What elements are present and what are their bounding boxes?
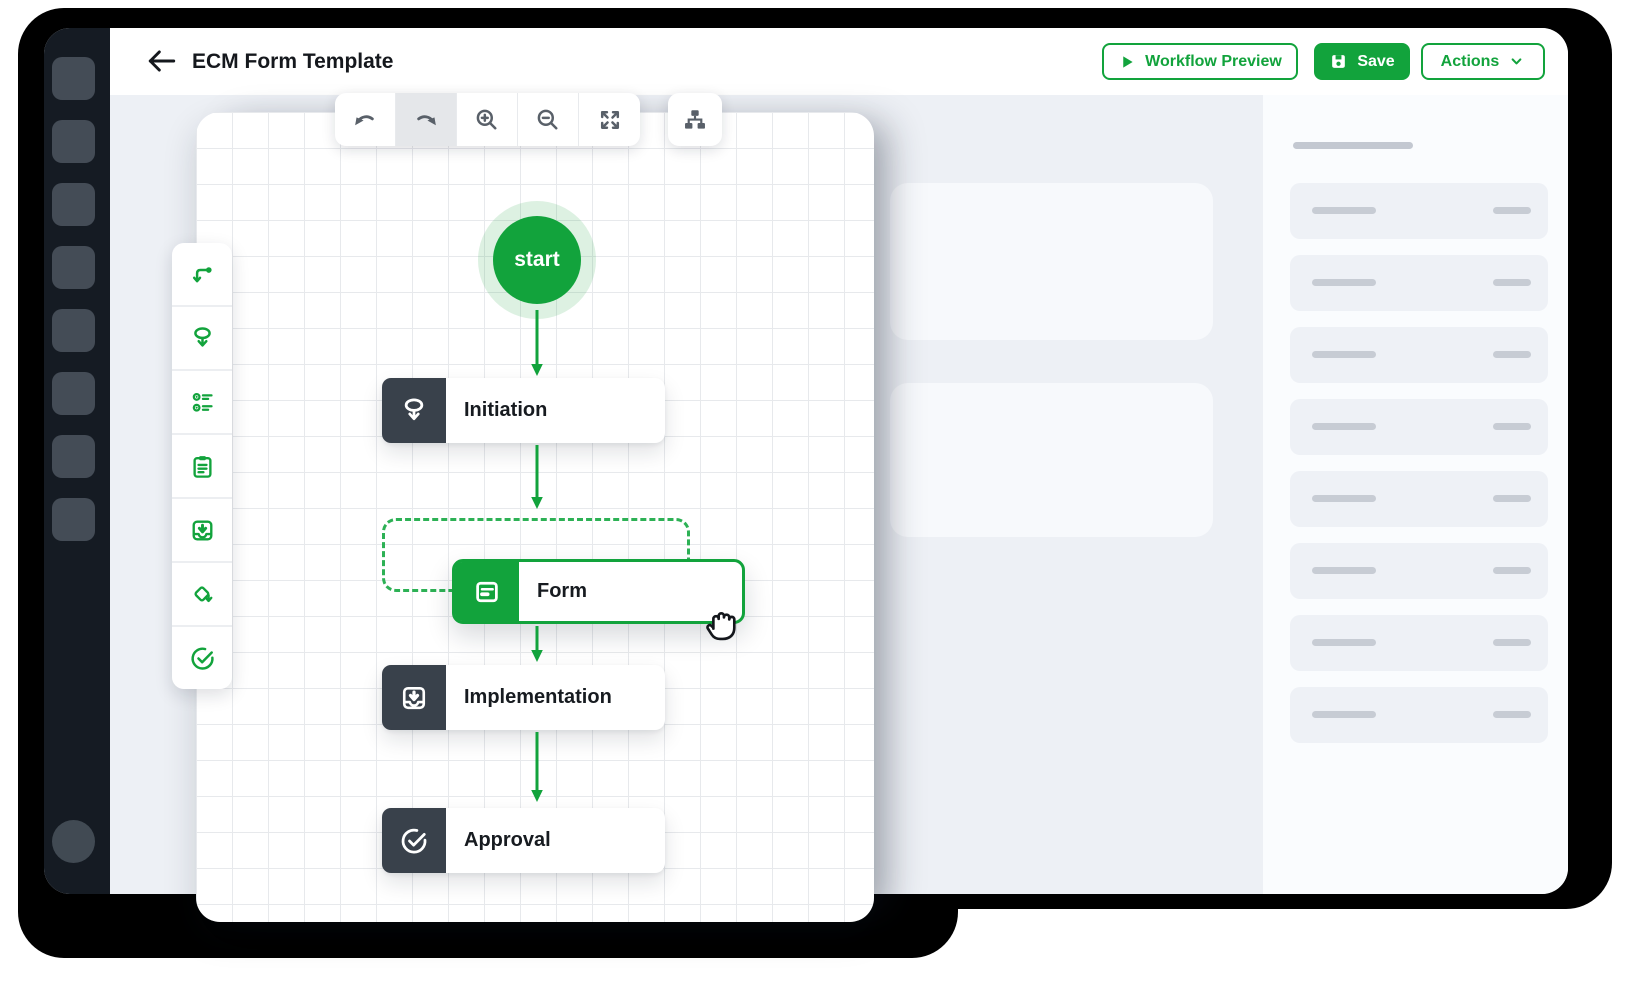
skeleton-row bbox=[1290, 615, 1548, 671]
connector-arrow bbox=[531, 310, 543, 376]
start-node-label: start bbox=[514, 248, 560, 271]
hand-cursor-icon bbox=[706, 612, 736, 641]
arrow-left-icon bbox=[148, 50, 176, 72]
sidebar-item[interactable] bbox=[52, 57, 95, 100]
redo-button[interactable] bbox=[396, 93, 457, 146]
options-icon bbox=[192, 392, 213, 412]
palette-item-options[interactable] bbox=[172, 371, 232, 433]
undo-button[interactable] bbox=[335, 93, 396, 146]
node-label: Implementation bbox=[464, 686, 612, 708]
node-approval[interactable]: Approval bbox=[382, 808, 665, 873]
palette-item-inbox[interactable] bbox=[172, 499, 232, 561]
check-circle-icon bbox=[190, 646, 214, 670]
connector-icon bbox=[192, 266, 212, 282]
skeleton-title-line bbox=[1293, 142, 1413, 149]
sidebar-item[interactable] bbox=[52, 183, 95, 226]
zoom-out-button[interactable] bbox=[518, 93, 579, 146]
fit-view-button[interactable] bbox=[579, 93, 640, 146]
auto-layout-button[interactable] bbox=[668, 93, 722, 146]
back-button[interactable] bbox=[146, 48, 178, 74]
inbox-icon bbox=[382, 665, 446, 730]
zoom-in-icon bbox=[476, 109, 497, 129]
connector-arrow bbox=[531, 445, 543, 509]
palette-item-pin[interactable] bbox=[172, 307, 232, 369]
sidebar-item[interactable] bbox=[52, 120, 95, 163]
node-label: Initiation bbox=[464, 399, 548, 421]
workflow-preview-button[interactable]: Workflow Preview bbox=[1102, 43, 1298, 80]
start-node[interactable]: start bbox=[493, 216, 581, 304]
page-title: ECM Form Template bbox=[192, 50, 394, 73]
workflow-preview-label: Workflow Preview bbox=[1145, 52, 1282, 70]
clipboard-icon bbox=[192, 455, 212, 478]
connector-arrow bbox=[531, 732, 543, 802]
app-sidebar bbox=[44, 28, 110, 894]
workflow-canvas[interactable]: start Initiation bbox=[196, 112, 874, 922]
properties-panel bbox=[1263, 95, 1568, 894]
fit-view-icon bbox=[600, 110, 619, 129]
sidebar-item[interactable] bbox=[52, 435, 95, 478]
undo-icon bbox=[355, 114, 374, 125]
save-icon bbox=[1332, 55, 1346, 68]
chevron-down-icon bbox=[1511, 58, 1522, 65]
palette-item-decision[interactable] bbox=[172, 563, 232, 625]
actions-button[interactable]: Actions bbox=[1421, 43, 1545, 80]
sidebar-item[interactable] bbox=[52, 372, 95, 415]
node-label: Form bbox=[537, 580, 587, 602]
avatar[interactable] bbox=[52, 820, 95, 863]
pin-icon bbox=[193, 326, 211, 347]
app-header: ECM Form Template Workflow Preview Save … bbox=[110, 28, 1568, 95]
skeleton-card bbox=[890, 383, 1213, 537]
palette-item-connector[interactable] bbox=[172, 243, 232, 305]
actions-label: Actions bbox=[1440, 52, 1500, 70]
zoom-out-icon bbox=[537, 109, 558, 129]
node-label: Approval bbox=[464, 829, 551, 851]
form-icon bbox=[455, 562, 519, 621]
skeleton-row bbox=[1290, 183, 1548, 239]
skeleton-row bbox=[1290, 399, 1548, 455]
sidebar-item[interactable] bbox=[52, 309, 95, 352]
sidebar-item[interactable] bbox=[52, 246, 95, 289]
inbox-icon bbox=[192, 520, 212, 540]
connector-arrow bbox=[531, 626, 543, 662]
auto-layout-icon bbox=[685, 109, 705, 129]
sidebar-item[interactable] bbox=[52, 498, 95, 541]
node-implementation[interactable]: Implementation bbox=[382, 665, 665, 730]
skeleton-row bbox=[1290, 471, 1548, 527]
redo-icon bbox=[417, 114, 436, 125]
canvas-toolbar bbox=[335, 93, 640, 146]
palette-item-clipboard[interactable] bbox=[172, 435, 232, 497]
skeleton-card bbox=[890, 183, 1213, 340]
node-form[interactable]: Form bbox=[452, 559, 745, 624]
node-palette bbox=[172, 243, 232, 689]
palette-item-check-circle[interactable] bbox=[172, 627, 232, 689]
check-circle-icon bbox=[382, 808, 446, 873]
skeleton-row bbox=[1290, 543, 1548, 599]
skeleton-row bbox=[1290, 255, 1548, 311]
decision-icon bbox=[193, 585, 212, 602]
zoom-in-button[interactable] bbox=[457, 93, 518, 146]
node-initiation[interactable]: Initiation bbox=[382, 378, 665, 443]
skeleton-row bbox=[1290, 687, 1548, 743]
save-label: Save bbox=[1357, 52, 1395, 70]
pin-icon bbox=[382, 378, 446, 443]
play-icon bbox=[1123, 55, 1133, 68]
skeleton-row bbox=[1290, 327, 1548, 383]
save-button[interactable]: Save bbox=[1314, 43, 1410, 80]
